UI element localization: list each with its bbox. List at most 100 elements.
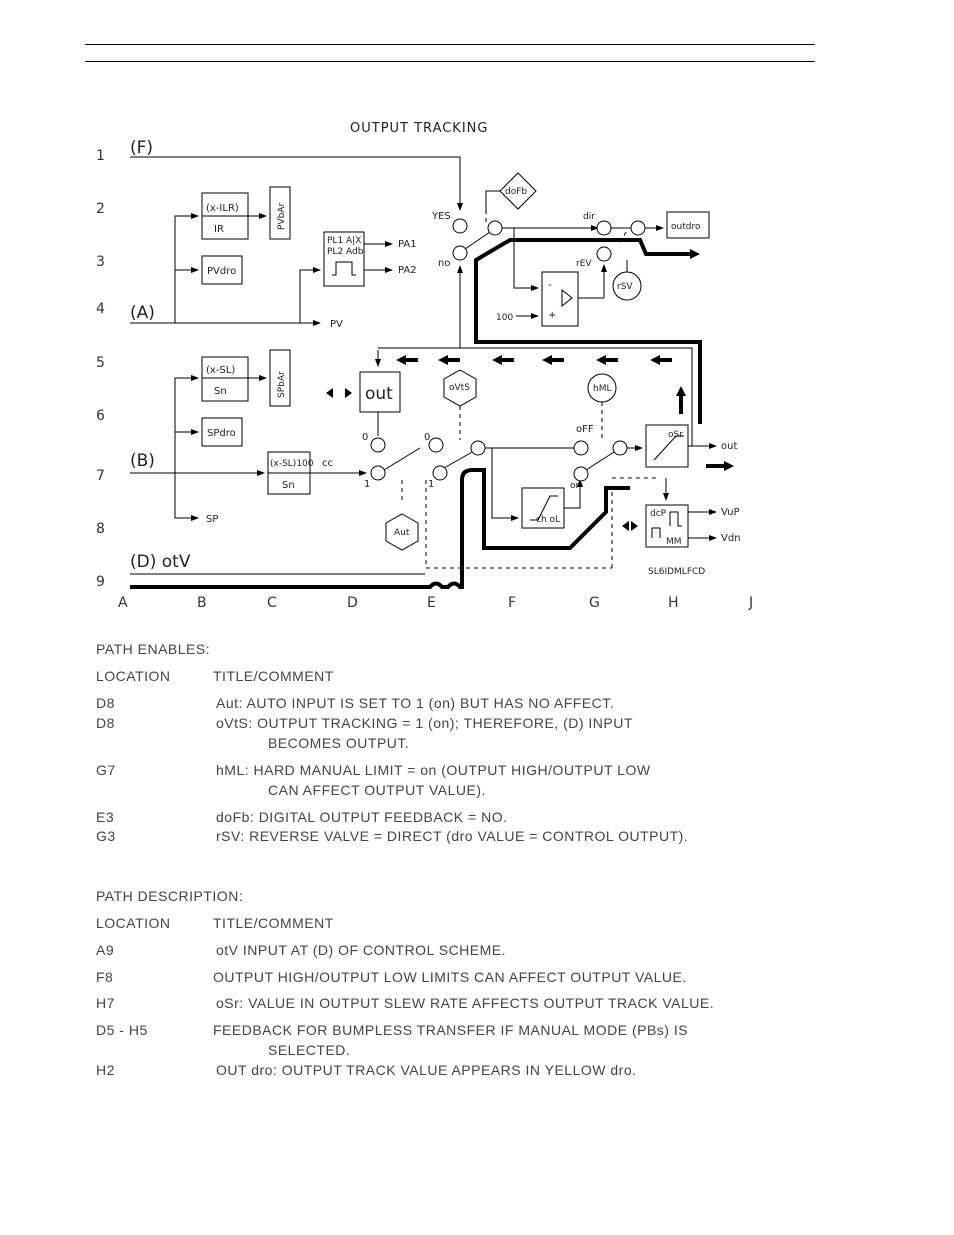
svg-text:ch oL: ch oL — [536, 515, 560, 525]
path-enables-row-loc: E3 — [96, 809, 115, 825]
svg-text:-: - — [548, 280, 552, 291]
row-label: 5 — [96, 355, 105, 371]
f-input-line — [130, 156, 463, 211]
path-description-row-loc: A9 — [96, 942, 115, 958]
svg-text:PL1 A|X: PL1 A|X — [327, 236, 361, 246]
path-enables-row-text: Aut: AUTO INPUT IS SET TO 1 (on) BUT HAS… — [216, 695, 615, 711]
path-enables-row-loc: G3 — [96, 828, 116, 844]
spdro-block — [201, 417, 243, 447]
path-enables-row-text: hML: HARD MANUAL LIMIT = on (OUTPUT HIGH… — [216, 762, 651, 778]
svg-text:YES: YES — [431, 211, 451, 222]
svg-text:SPbAr: SPbAr — [277, 371, 287, 398]
d-thick-path — [130, 468, 473, 589]
svg-text:PL2 Adb: PL2 Adb — [327, 247, 364, 257]
svg-text:oSr: oSr — [668, 430, 683, 440]
col-label: G — [589, 595, 600, 611]
path-enables-col-location: LOCATION — [96, 668, 171, 684]
svg-text:IR: IR — [214, 224, 224, 235]
svg-text:PVdro: PVdro — [207, 266, 236, 277]
diagram-title: OUTPUT TRACKING — [350, 121, 488, 136]
path-description-row-text: oSr: VALUE IN OUTPUT SLEW RATE AFFECTS O… — [216, 995, 715, 1011]
svg-text:Vdn: Vdn — [721, 533, 741, 544]
svg-text:1: 1 — [364, 479, 370, 490]
svg-text:1: 1 — [428, 479, 434, 490]
row-label: 6 — [96, 408, 105, 424]
svg-text:SP: SP — [206, 514, 218, 525]
dofb-diamond — [499, 172, 537, 210]
col-labels: A B C D E F G H J — [118, 595, 753, 611]
header-rule-top — [85, 44, 815, 45]
svg-text:oVtS: oVtS — [449, 383, 470, 393]
path-enables-row-text: doFb: DIGITAL OUTPUT FEEDBACK = NO. — [216, 809, 508, 825]
row-label: 1 — [96, 148, 105, 164]
pl-alarm-block — [323, 231, 365, 287]
path-description-row-text: FEEDBACK FOR BUMPLESS TRANSFER IF MANUAL… — [213, 1022, 689, 1038]
svg-text:on: on — [570, 481, 581, 491]
svg-text:+: + — [548, 310, 556, 321]
input-f-label: (F) — [130, 138, 153, 158]
chol-block — [521, 487, 565, 529]
svg-text:no: no — [438, 258, 450, 269]
svg-text:Aut: Aut — [394, 528, 410, 538]
right-arrow-icon — [345, 388, 352, 398]
path-enables-row-loc: D8 — [96, 715, 115, 731]
output-tracking-diagram: OUTPUT TRACKING 1 2 3 4 5 6 7 8 9 A B C … — [96, 121, 753, 611]
col-label: D — [347, 595, 358, 611]
row-label: 9 — [96, 574, 105, 590]
path-description-row-loc: H7 — [96, 995, 115, 1011]
input-a-label: (A) — [130, 303, 155, 323]
svg-text:doFb: doFb — [505, 187, 527, 197]
svg-text:(x-SL)100: (x-SL)100 — [270, 459, 314, 469]
path-description-heading: PATH DESCRIPTION: — [96, 888, 244, 904]
path-description-row-cont: SELECTED. — [268, 1042, 351, 1058]
svg-text:PA2: PA2 — [398, 265, 417, 276]
col-label: H — [668, 595, 679, 611]
svg-text:0: 0 — [424, 432, 430, 443]
path-description-col-location: LOCATION — [96, 915, 171, 931]
pvdro-block — [201, 255, 243, 285]
pvbar-block — [269, 186, 291, 240]
row-labels: 1 2 3 4 5 6 7 8 9 — [96, 148, 105, 590]
svg-text:PV: PV — [330, 319, 343, 330]
svg-text:0: 0 — [362, 432, 368, 443]
svg-text:VuP: VuP — [721, 507, 740, 518]
left-arrow-icon — [622, 521, 629, 531]
path-description-row-text: otV INPUT AT (D) OF CONTROL SCHEME. — [216, 942, 507, 958]
svg-text:dcP: dcP — [650, 509, 667, 519]
row-label: 2 — [96, 201, 105, 217]
outdro-block — [666, 211, 710, 239]
row-label: 7 — [96, 468, 105, 484]
input-d-label: (D) otV — [130, 552, 191, 572]
svg-text:Sn: Sn — [282, 480, 295, 491]
limit-thick-path — [472, 468, 630, 550]
row-label: 3 — [96, 254, 105, 270]
path-enables-row-text: rSV: REVERSE VALVE = DIRECT (dro VALUE =… — [216, 828, 689, 844]
path-enables-row-cont: BECOMES OUTPUT. — [268, 735, 410, 751]
svg-text:cc: cc — [322, 458, 333, 469]
path-description-row-loc: H2 — [96, 1062, 115, 1078]
out-block — [359, 371, 401, 413]
svg-text:out: out — [721, 441, 737, 452]
svg-text:SPdro: SPdro — [207, 428, 236, 439]
comparator-block — [541, 271, 579, 327]
row-label: 8 — [96, 521, 105, 537]
col-label: A — [118, 595, 128, 611]
svg-text:rSV: rSV — [617, 282, 633, 292]
svg-text:SL6IDMLFCD: SL6IDMLFCD — [648, 567, 705, 577]
svg-text:(x-ILR): (x-ILR) — [206, 203, 239, 214]
svg-text:dir: dir — [583, 212, 595, 222]
main-thick-path — [474, 238, 702, 424]
feedback-arrows — [396, 355, 672, 365]
path-enables-row-text: oVtS: OUTPUT TRACKING = 1 (on); THEREFOR… — [216, 715, 633, 731]
header-rule-bottom — [85, 61, 815, 62]
svg-text:rEV: rEV — [576, 259, 592, 269]
path-description-row-loc: D5 - H5 — [96, 1022, 148, 1038]
svg-text:PVbAr: PVbAr — [277, 203, 287, 230]
svg-text:out: out — [365, 384, 393, 404]
input-b-label: (B) — [130, 451, 155, 471]
path-enables-row-cont: CAN AFFECT OUTPUT VALUE). — [268, 782, 486, 798]
path-enables-row-loc: D8 — [96, 695, 115, 711]
path-description-row-text: OUTPUT HIGH/OUTPUT LOW LIMITS CAN AFFECT… — [213, 969, 687, 985]
path-enables-heading: PATH ENABLES: — [96, 641, 211, 657]
aut-hexagon — [385, 513, 419, 551]
